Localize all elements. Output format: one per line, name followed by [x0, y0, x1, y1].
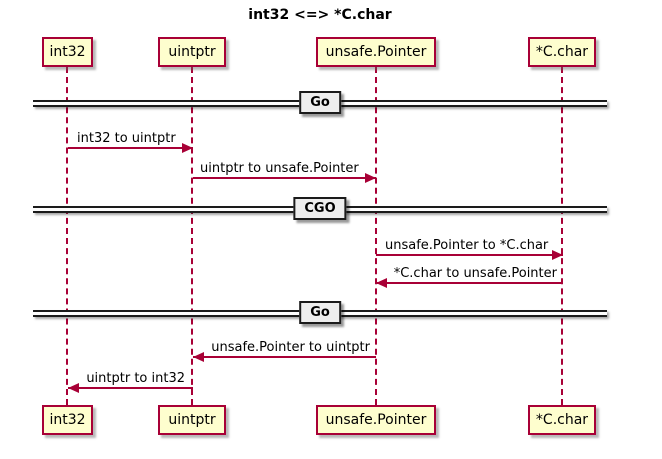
message-line	[376, 254, 563, 256]
arrowhead-right-icon	[182, 143, 193, 153]
arrowhead-right-icon	[365, 173, 376, 183]
message-line	[193, 356, 376, 358]
arrowhead-left-icon	[193, 352, 204, 362]
message-line	[68, 147, 193, 149]
arrowhead-left-icon	[68, 383, 79, 393]
participant-bottom-uintptr: uintptr	[158, 405, 226, 435]
arrowhead-left-icon	[376, 278, 387, 288]
message-label: uintptr to int32	[86, 371, 185, 386]
participant-top-uintptr: uintptr	[158, 37, 226, 67]
lifeline-uintptr	[191, 67, 193, 405]
participant-bottom-unsafe-pointer: unsafe.Pointer	[316, 405, 436, 435]
lifeline-unsafe-pointer	[375, 67, 377, 405]
message-label: unsafe.Pointer to *C.char	[385, 238, 549, 253]
divider-label-go-1: Go	[299, 91, 341, 114]
participant-top-int32: int32	[42, 37, 93, 67]
participant-bottom-int32: int32	[42, 405, 93, 435]
message-line	[376, 282, 563, 284]
divider-label-cgo: CGO	[293, 197, 347, 220]
message-label: unsafe.Pointer to uintptr	[211, 340, 370, 355]
divider-label-go-2: Go	[299, 301, 341, 324]
diagram-title: int32 <=> *C.char	[248, 7, 392, 23]
message-label: uintptr to unsafe.Pointer	[200, 161, 359, 176]
message-label: *C.char to unsafe.Pointer	[393, 266, 557, 281]
message-label: int32 to uintptr	[77, 131, 176, 146]
message-line	[68, 387, 193, 389]
participant-bottom-c-char: *C.char	[528, 405, 596, 435]
message-line	[193, 177, 376, 179]
lifeline-int32	[66, 67, 68, 405]
arrowhead-right-icon	[552, 250, 563, 260]
participant-top-c-char: *C.char	[528, 37, 596, 67]
lifeline-c-char	[561, 67, 563, 405]
participant-top-unsafe-pointer: unsafe.Pointer	[316, 37, 436, 67]
